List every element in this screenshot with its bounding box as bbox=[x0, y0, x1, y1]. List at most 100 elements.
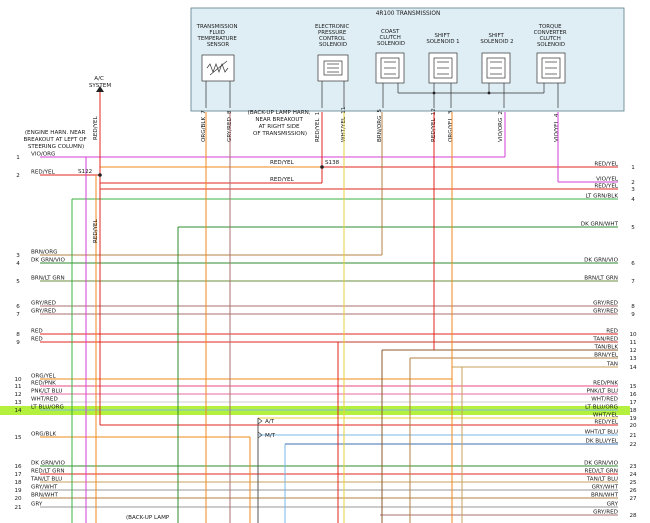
right-row-wire-label: TAN/RED bbox=[592, 337, 618, 343]
pin-label-redyel-1: RED/YEL1 bbox=[315, 111, 321, 142]
ac-system-label: A/C SYSTEM bbox=[89, 76, 111, 89]
at-mt-switch bbox=[257, 417, 263, 439]
left-row-number: 2 bbox=[16, 173, 20, 179]
pin-label-vioorg: VIO/ORG2 bbox=[498, 111, 504, 142]
right-row-wire-label: DK GRN/VIO bbox=[584, 461, 619, 467]
splice-s138-label: S138 bbox=[325, 160, 340, 166]
left-row-number: 17 bbox=[14, 472, 22, 478]
red-yel-ac-label: RED/YEL bbox=[93, 115, 99, 140]
splice-s122-dot bbox=[98, 173, 102, 177]
vertical-wires bbox=[71, 89, 506, 523]
left-row-number: 12 bbox=[14, 392, 21, 398]
left-row-number: 9 bbox=[16, 340, 20, 346]
right-row-number: 22 bbox=[629, 442, 636, 448]
left-row-wire-label: WHT/RED bbox=[31, 397, 58, 403]
pin-label-orgblk: ORG/BLK7 bbox=[201, 110, 207, 142]
right-row-wire-label: LT BLU/ORG bbox=[585, 405, 618, 411]
splices bbox=[98, 165, 324, 177]
pin-label-brnorg: BRN/ORG5 bbox=[377, 109, 383, 142]
right-row-wire-label: GRY/RED bbox=[593, 309, 618, 315]
red-yel-mid-label: RED/YEL bbox=[93, 218, 99, 243]
ccs-label: COAST CLUTCH SOLENOID bbox=[377, 29, 405, 47]
right-row-number: 4 bbox=[631, 197, 635, 203]
ss1-solenoid-symbol bbox=[428, 52, 458, 84]
at-label: A/T bbox=[265, 419, 275, 425]
right-row-wire-label: TAN/LT BLU bbox=[586, 477, 618, 483]
mt-label: M/T bbox=[265, 433, 276, 439]
right-row-number: 14 bbox=[629, 365, 637, 371]
ss2-label: SHIFT SOLENOID 2 bbox=[480, 33, 513, 45]
left-row-wire-label: BRN/WHT bbox=[31, 493, 59, 499]
right-row-wire-label: RED/LT GRN bbox=[584, 469, 618, 475]
left-row-wire-label: RED/LT GRN bbox=[31, 469, 65, 475]
backup-harness-note: (BACK-UP LAMP HARN, NEAR BREAKOUT AT RIG… bbox=[248, 110, 313, 137]
right-row-wire-label: GRY/RED bbox=[593, 301, 618, 307]
temperature-sensor-symbol bbox=[201, 54, 235, 82]
epc-solenoid-symbol bbox=[317, 54, 349, 82]
left-row-wire-label: ORG/BLK bbox=[31, 432, 56, 438]
tft-label: TRANSMISSION FLUID TEMPERATURE SENSOR bbox=[196, 24, 240, 48]
ac-system-arrow bbox=[96, 86, 104, 98]
right-row-wire-label: BRN/WHT bbox=[591, 493, 619, 499]
engine-harness-note: (ENGINE HARN. NEAR BREAKOUT AT LEFT OF S… bbox=[23, 130, 88, 150]
left-row-number: 4 bbox=[16, 261, 20, 267]
backup-lamp-bottom-label: (BACK-UP LAMP bbox=[126, 515, 170, 521]
splice-s122-label: S122 bbox=[78, 169, 92, 175]
right-row-number: 3 bbox=[631, 187, 635, 193]
left-row-wire-label: ORG/YEL bbox=[31, 374, 56, 380]
ss2-solenoid-symbol bbox=[481, 52, 511, 84]
right-row-wire-label: RED/YEL bbox=[594, 162, 619, 168]
right-row-number: 15 bbox=[629, 384, 637, 390]
right-row-number: 18 bbox=[629, 408, 637, 414]
right-row-number: 7 bbox=[631, 279, 635, 285]
splice-s138-dot bbox=[320, 165, 324, 169]
right-row-wire-label: BRN/YEL bbox=[594, 353, 619, 359]
right-row-wire-label: GRY/RED bbox=[593, 510, 618, 516]
right-row-wire-label: LT GRN/BLK bbox=[586, 194, 619, 200]
left-row-wire-label: DK GRN/VIO bbox=[31, 461, 66, 467]
right-row-wire-label: PNK/LT BLU bbox=[587, 389, 618, 395]
left-row-number: 11 bbox=[14, 384, 22, 390]
right-row-number: 13 bbox=[629, 356, 637, 362]
right-row-wire-label: TAN bbox=[606, 362, 618, 368]
left-row-number: 21 bbox=[14, 505, 22, 511]
left-row-number: 19 bbox=[14, 488, 22, 494]
left-row-wire-label: DK GRN/VIO bbox=[31, 258, 66, 264]
right-row-number: 6 bbox=[631, 261, 635, 267]
left-row-number: 20 bbox=[14, 496, 22, 502]
left-row-number: 3 bbox=[16, 253, 20, 259]
ss1-label: SHIFT SOLENOID 1 bbox=[426, 33, 459, 45]
epc-label: ELECTRONIC PRESSURE CONTROL SOLENOID bbox=[315, 24, 351, 48]
right-row-number: 21 bbox=[629, 433, 637, 439]
right-row-number: 9 bbox=[631, 312, 635, 318]
left-row-wire-label: RED bbox=[31, 337, 43, 343]
left-row-wire-label: BRN/ORG bbox=[31, 250, 57, 256]
left-row-number: 15 bbox=[14, 435, 22, 441]
right-row-number: 23 bbox=[629, 464, 637, 470]
right-row-number: 16 bbox=[629, 392, 637, 398]
left-row-wire-label: VIO/ORG bbox=[31, 152, 55, 158]
right-row-wire-label: BRN/LT GRN bbox=[584, 276, 618, 282]
left-row-wire-label: BRN/LT GRN bbox=[31, 276, 65, 282]
left-row-number: 16 bbox=[14, 464, 22, 470]
right-row-number: 20 bbox=[629, 423, 637, 429]
tcc-label: TORQUE CONVERTER CLUTCH SOLENOID bbox=[534, 24, 569, 48]
left-row-wire-label: PNK/LT BLU bbox=[31, 389, 62, 395]
right-row-number: 12 bbox=[629, 348, 636, 354]
right-row-number: 2 bbox=[631, 180, 635, 186]
component-symbols bbox=[201, 52, 566, 84]
pin-label-vioyel: VIO/YEL4 bbox=[554, 113, 560, 142]
pin-label-orgyel: ORG/YEL3 bbox=[448, 110, 454, 142]
right-row-wire-label: TAN/BLK bbox=[594, 345, 619, 351]
transmission-title: 4R100 TRANSMISSION bbox=[376, 11, 441, 17]
internal-wiring bbox=[205, 81, 559, 108]
left-row-wire-label: LT BLU/ORG bbox=[31, 405, 64, 411]
right-row-wire-label: DK GRN/VIO bbox=[584, 258, 619, 264]
right-row-number: 19 bbox=[629, 416, 637, 422]
left-row-wire-label: RED/YEL bbox=[31, 170, 56, 176]
right-row-wire-label: RED/YEL bbox=[594, 184, 619, 190]
right-row-wire-label: RED/PNK bbox=[593, 381, 618, 387]
right-row-wire-label: RED bbox=[606, 329, 618, 335]
